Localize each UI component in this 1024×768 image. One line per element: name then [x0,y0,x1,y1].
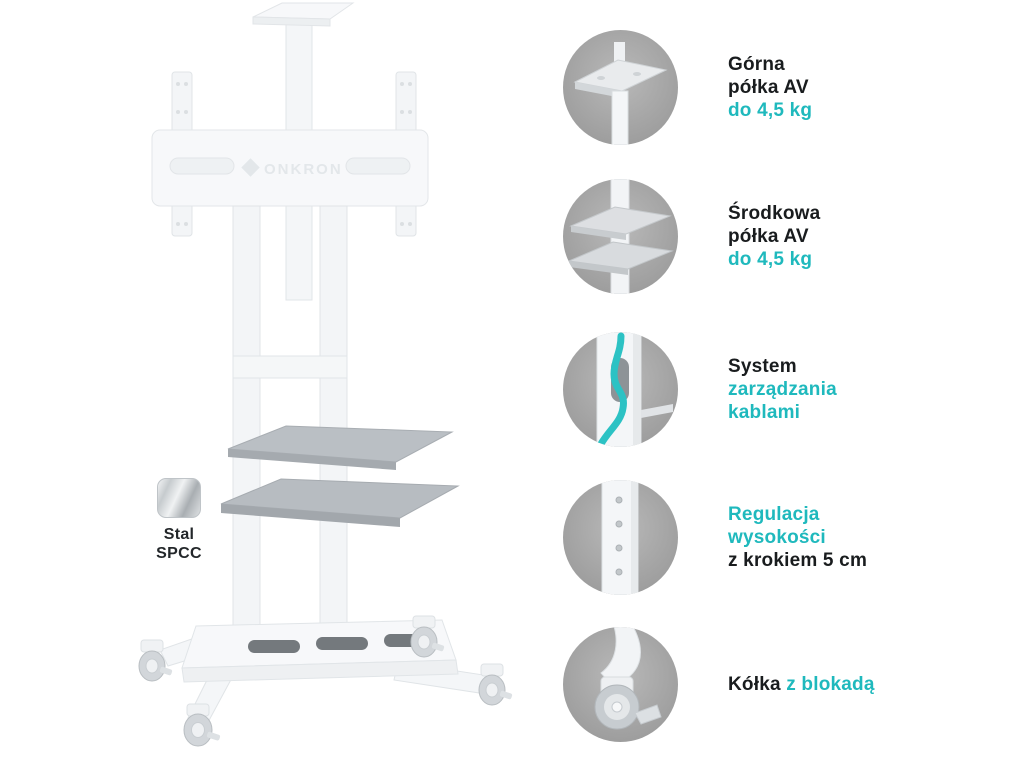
tv-cart-illustration: ONKRON [138,2,513,747]
tv-mount-plate: ONKRON [151,129,429,207]
feature-text: Środkowa półka AV do 4,5 kg [728,202,978,271]
onkron-logo: ONKRON [241,158,343,178]
top-shelf [252,2,355,27]
feature-line: półka AV [728,226,809,247]
feature-line-plain: Kółka [728,674,781,695]
feature-line: System [728,356,797,377]
feature-line: półka AV [728,77,809,98]
material-name: Stal [163,526,195,543]
feature-line: Kółka z blokadą [728,673,978,696]
feature-line: Górna [728,54,785,75]
feature-line: do 4,5 kg [728,100,813,121]
caster-front-right [478,663,513,706]
locking-caster-photo [563,627,678,742]
feature-kolka-z-blokada: Kółka z blokadą [563,627,978,742]
column-right [319,205,348,647]
feature-text: System zarządzania kablami [728,355,978,424]
material-badge: Stal SPCC [146,478,212,563]
feature-text: Górna półka AV do 4,5 kg [728,53,978,122]
feature-system-zarzadzania-kablami: System zarządzania kablami [563,332,978,447]
feature-gorna-polka-av: Górna półka AV do 4,5 kg [563,30,978,145]
brake-lever-icon [634,704,662,725]
material-grade: SPCC [156,545,202,562]
feature-line: zarządzania [728,379,837,400]
cable-icon [597,332,627,447]
feature-text: Regulacja wysokości z krokiem 5 cm [728,503,978,572]
feature-line: z krokiem 5 cm [728,550,868,571]
onkron-logo-text: ONKRON [264,161,343,178]
caster-front-left [183,703,221,747]
height-adjustment-pole-photo [563,480,678,595]
feature-line: do 4,5 kg [728,249,813,270]
caster-rear-left [138,639,173,682]
feature-text: Kółka z blokadą [728,673,978,696]
feature-line: Środkowa [728,203,821,224]
onkron-logo-icon [241,158,260,177]
cable-management-photo [563,332,678,447]
crossbar [232,355,348,379]
feature-regulacja-wysokosci: Regulacja wysokości z krokiem 5 cm [563,480,978,595]
caster-rear-right [410,615,445,658]
middle-shelves-photo [563,179,678,294]
base-beam [181,619,459,683]
feature-line: kablami [728,402,801,423]
feature-line-accent: z blokadą [786,674,875,695]
feature-srodkowa-polka-av: Środkowa półka AV do 4,5 kg [563,179,978,294]
column-left [232,205,261,647]
steel-swatch-icon [157,478,201,518]
av-shelf-lower [220,478,460,527]
feature-line: Regulacja [728,504,820,525]
top-shelf-photo [563,30,678,145]
av-shelf-upper [227,425,454,470]
feature-line: wysokości [728,527,826,548]
